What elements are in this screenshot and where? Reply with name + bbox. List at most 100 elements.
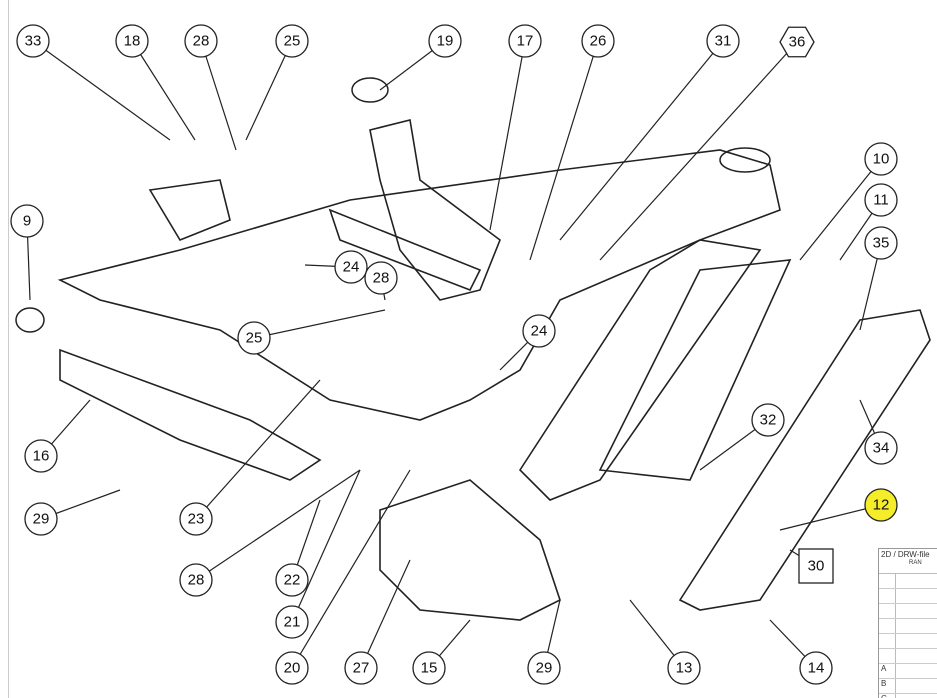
- callout-balloon-28: 28: [184, 24, 218, 58]
- callout-balloon-9: 9: [10, 204, 44, 238]
- leader-line: [559, 40, 724, 241]
- sheet-border: [8, 0, 9, 698]
- title-block-row: [879, 604, 937, 619]
- frame-part-outline: [328, 208, 482, 292]
- balloon-shape: [799, 651, 833, 685]
- leader-line: [360, 559, 411, 669]
- balloon-shape: [667, 651, 701, 685]
- callout-number: 16: [33, 448, 50, 465]
- callout-balloon-13: 13: [667, 651, 701, 685]
- title-block-row-label: [879, 589, 896, 603]
- callout-number: 28: [193, 33, 210, 50]
- callout-number: 23: [188, 511, 205, 528]
- callout-number: 35: [873, 235, 890, 252]
- title-block-row-label: A: [879, 664, 896, 678]
- title-block: 2D / DRW-file RAN ABC: [878, 548, 937, 698]
- frame-part-outline: [598, 259, 792, 481]
- frame-part-outline: [678, 309, 931, 611]
- callout-number: 19: [437, 33, 454, 50]
- callout-balloon-28: 28: [179, 563, 213, 597]
- balloon-shape: [864, 183, 898, 217]
- leader-line: [195, 379, 321, 520]
- callout-balloon-23: 23: [179, 502, 213, 536]
- callout-balloon-12: 12: [864, 488, 898, 522]
- title-block-header: 2D / DRW-file: [879, 549, 937, 574]
- callout-balloon-15: 15: [412, 651, 446, 685]
- callout-number: 14: [808, 660, 825, 677]
- leader-line: [200, 40, 237, 151]
- callout-balloon-32: 32: [751, 403, 785, 437]
- balloon-shape: [334, 250, 368, 284]
- leader-line: [195, 469, 361, 581]
- callout-balloon-31: 31: [706, 24, 740, 58]
- callout-balloon-16: 16: [24, 439, 58, 473]
- callout-number: 24: [343, 259, 360, 276]
- callout-number: 22: [284, 572, 301, 589]
- callout-number: 29: [33, 511, 50, 528]
- callout-number: 29: [536, 660, 553, 677]
- balloon-shape: [184, 24, 218, 58]
- title-block-row-label: [879, 619, 896, 633]
- callout-number: 28: [373, 270, 390, 287]
- title-block-row-label: [879, 634, 896, 648]
- callout-number: 28: [188, 572, 205, 589]
- pivot-part: [15, 307, 45, 333]
- callout-number: 15: [421, 660, 438, 677]
- callout-number: 25: [284, 33, 301, 50]
- balloon-shape: [581, 24, 615, 58]
- callout-number: 9: [23, 213, 31, 230]
- balloon-shape: [24, 439, 58, 473]
- balloon-shape: [179, 563, 213, 597]
- balloon-shape: [275, 651, 309, 685]
- callout-number: 31: [715, 33, 732, 50]
- seat-clamp-part: [351, 77, 389, 103]
- balloon-shape: [779, 26, 815, 58]
- frame-part-outline: [59, 348, 322, 481]
- balloon-shape: [864, 431, 898, 465]
- title-block-row-label: [879, 574, 896, 588]
- leader-line: [245, 40, 293, 141]
- balloon-shape: [275, 563, 309, 597]
- callout-balloon-26: 26: [581, 24, 615, 58]
- callout-balloon-36: 36: [779, 26, 815, 58]
- callout-balloon-24: 24: [522, 314, 556, 348]
- callout-balloon-35: 35: [864, 226, 898, 260]
- callout-balloon-19: 19: [428, 24, 462, 58]
- title-block-row-label: C: [879, 694, 896, 698]
- callout-balloon-25: 25: [237, 321, 271, 355]
- title-block-row: B: [879, 679, 937, 694]
- balloon-shape: [706, 24, 740, 58]
- frame-part-outline: [518, 239, 762, 501]
- title-block-row-label: B: [879, 679, 896, 693]
- leader-line: [131, 40, 196, 141]
- callout-balloon-34: 34: [864, 431, 898, 465]
- callout-number: 36: [789, 34, 806, 51]
- leader-line: [529, 40, 599, 261]
- callout-balloon-22: 22: [275, 563, 309, 597]
- balloon-shape: [428, 24, 462, 58]
- callout-balloon-27: 27: [344, 651, 378, 685]
- title-block-row: [879, 634, 937, 649]
- callout-number: 26: [590, 33, 607, 50]
- title-block-row: C: [879, 694, 937, 698]
- leader-line: [779, 504, 882, 531]
- balloon-shape: [179, 502, 213, 536]
- frame-part-outline: [369, 119, 501, 301]
- callout-balloon-18: 18: [115, 24, 149, 58]
- leader-line: [291, 469, 361, 623]
- leader-line: [799, 158, 882, 261]
- balloon-shape: [24, 502, 58, 536]
- callout-number: 33: [25, 33, 42, 50]
- balloon-shape: [115, 24, 149, 58]
- balloon-shape: [412, 651, 446, 685]
- callout-balloon-29: 29: [24, 502, 58, 536]
- leader-line: [253, 309, 386, 339]
- callout-balloon-25: 25: [275, 24, 309, 58]
- title-block-row-label: [879, 649, 896, 663]
- balloon-shape: [798, 548, 834, 584]
- callout-number: 25: [246, 330, 263, 347]
- head-tube-part: [719, 147, 771, 173]
- frame-part-outline: [148, 179, 231, 241]
